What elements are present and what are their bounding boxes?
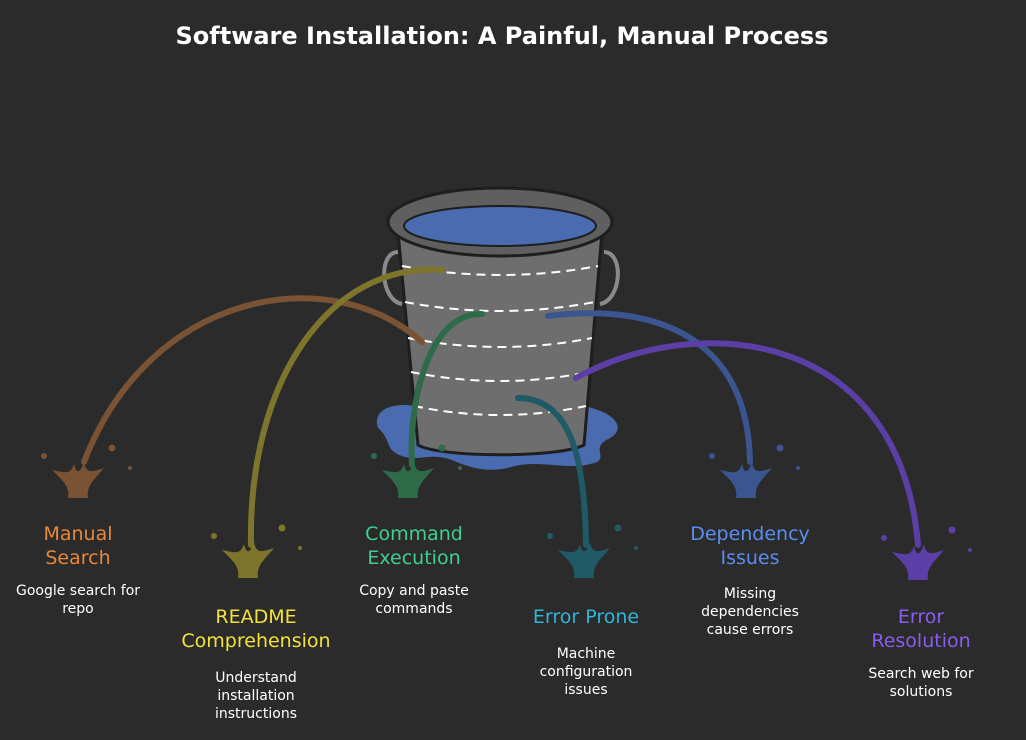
leak-stream [515, 395, 589, 548]
leak-stream [573, 340, 921, 548]
leak-stream [247, 266, 445, 548]
leak-stream [408, 310, 485, 468]
splash-icon [211, 524, 302, 578]
leak-stream [81, 295, 425, 465]
splash-icon [547, 524, 638, 578]
splash-icon [881, 526, 972, 580]
splash-icon [41, 444, 132, 498]
leak-streams [81, 266, 921, 548]
diagram-title: Software Installation: A Painful, Manual… [176, 22, 829, 50]
splash-icon [709, 444, 800, 498]
leaking-bucket-icon [382, 186, 620, 457]
splash-icon [371, 444, 462, 498]
step-label: Error Prone [533, 606, 639, 628]
leak-stream [545, 310, 753, 465]
splash-group [41, 444, 972, 580]
